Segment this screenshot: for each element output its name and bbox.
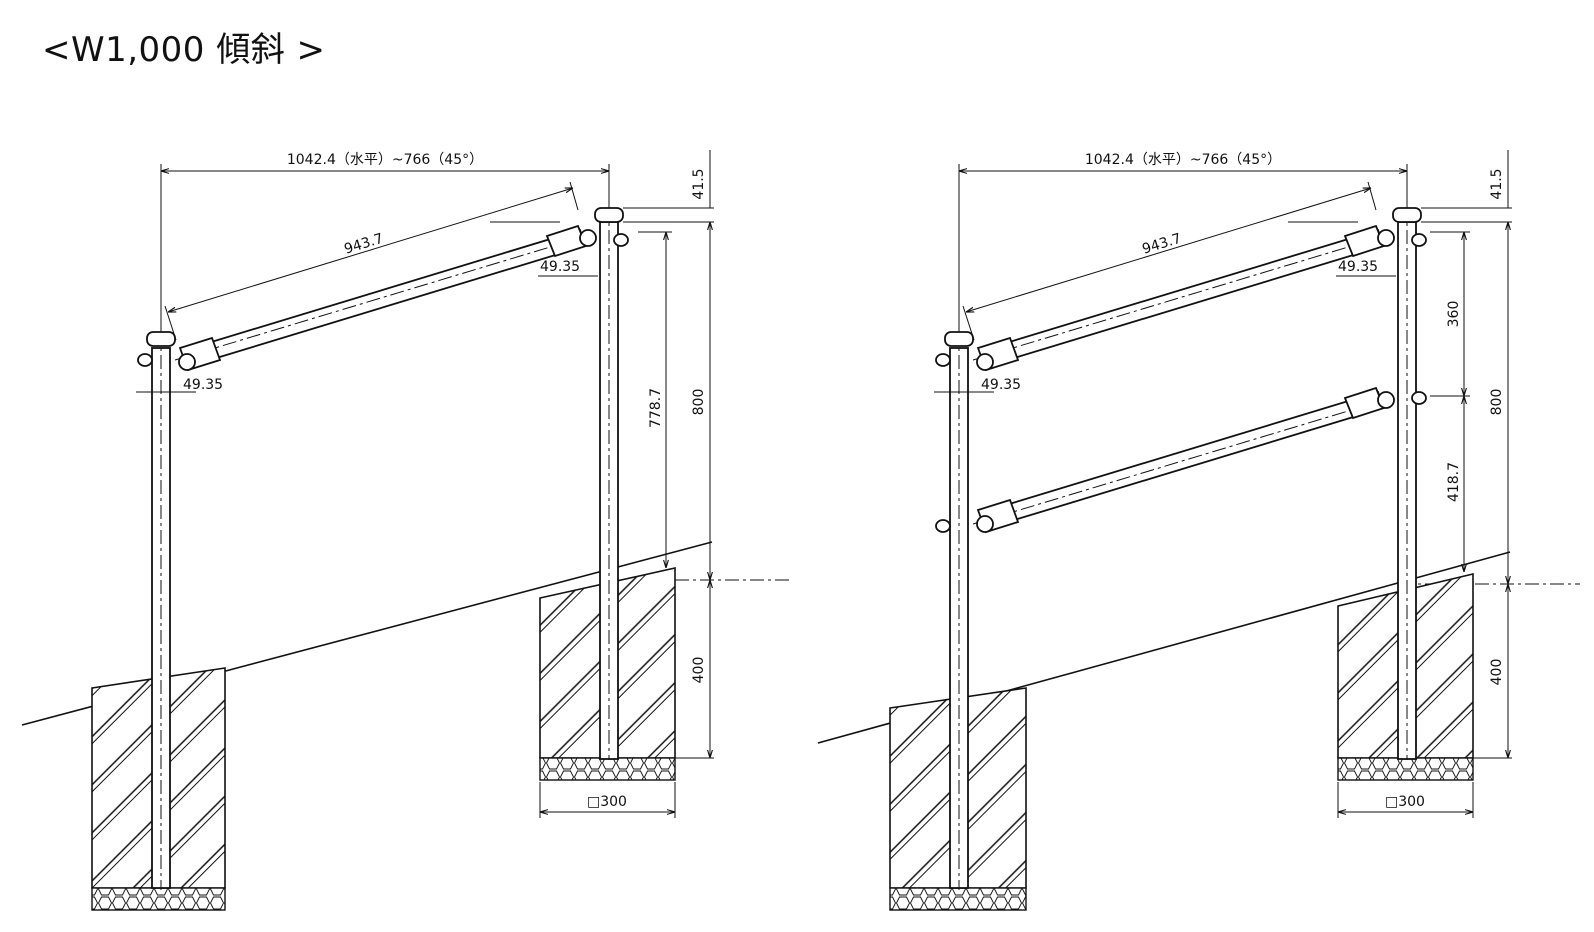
- dim-footing: □300: [1385, 794, 1425, 810]
- cap-left: [146, 331, 176, 347]
- dim-height-rail: 778.7: [648, 388, 664, 428]
- dim-height-lower: 418.7: [1446, 462, 1462, 502]
- left-drawing: 1042.4（水平）~766（45°） 943.7 49.35 49.35 41…: [21, 150, 790, 911]
- dim-height-total: 800: [691, 389, 707, 416]
- handrail-lower: [981, 390, 1385, 530]
- gravel-left: [889, 887, 1027, 911]
- dim-offset-bottom: 49.35: [981, 377, 1021, 393]
- dim-offset-top: 49.35: [540, 259, 580, 275]
- dim-embed: 400: [1489, 659, 1505, 686]
- dim-rail-length: 943.7: [342, 231, 385, 258]
- handrail-upper: [981, 228, 1385, 368]
- dim-span: 1042.4（水平）~766（45°）: [1085, 152, 1281, 168]
- gravel-right: [539, 757, 676, 781]
- dim-span: 1042.4（水平）~766（45°）: [287, 152, 483, 168]
- cap-right: [594, 207, 624, 223]
- dim-rail-length: 943.7: [1140, 231, 1183, 258]
- gravel-right: [1337, 757, 1474, 781]
- dim-offset-bottom: 49.35: [183, 377, 223, 393]
- gravel-left: [91, 887, 226, 911]
- dim-embed: 400: [691, 657, 707, 684]
- dim-footing: □300: [587, 794, 627, 810]
- drawing-title: <W1,000 傾斜 >: [42, 30, 326, 70]
- dim-height-total: 800: [1489, 389, 1505, 416]
- cap-right: [1392, 207, 1422, 223]
- handrail: [183, 228, 587, 368]
- cap-left: [944, 331, 974, 347]
- dim-cap: 41.5: [691, 168, 707, 199]
- dim-height-upper: 360: [1446, 301, 1462, 328]
- right-drawing: 1042.4（水平）~766（45°） 943.7 49.35 49.35 41…: [817, 150, 1580, 911]
- dim-cap: 41.5: [1489, 168, 1505, 199]
- dim-offset-top: 49.35: [1338, 259, 1378, 275]
